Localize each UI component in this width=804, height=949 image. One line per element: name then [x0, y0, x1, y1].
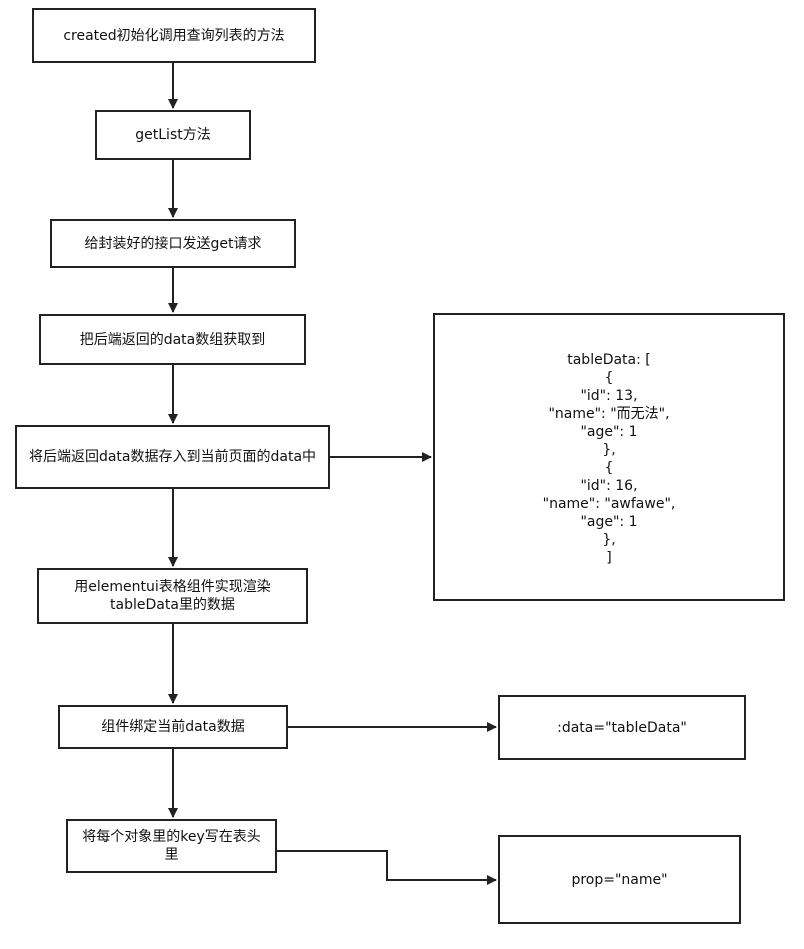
step-getlist-method: getList方法 — [95, 110, 251, 160]
code-line: "id": 13, — [580, 388, 638, 404]
code-line: { — [604, 370, 614, 386]
code-line: "name": "awfawe", — [542, 496, 676, 512]
code-line: "age": 1 — [580, 514, 638, 530]
step-key-to-header: 将每个对象里的key写在表头 里 — [66, 819, 277, 873]
code-line: { — [604, 460, 614, 476]
code-line: "id": 16, — [580, 478, 638, 494]
prop-binding-box: prop="name" — [498, 835, 741, 924]
step-bind-data: 组件绑定当前data数据 — [58, 705, 288, 749]
tabledata-code-box: tableData: [ { "id": 13, "name": "而无法", … — [433, 313, 785, 601]
step-created-init: created初始化调用查询列表的方法 — [32, 8, 316, 63]
step-render-table: 用elementui表格组件实现渲染 tableData里的数据 — [37, 568, 308, 624]
edge-step8-to-propbinding — [277, 850, 497, 885]
step-get-data-array: 把后端返回的data数组获取到 — [39, 314, 306, 365]
code-line: tableData: [ — [567, 352, 651, 368]
code-line: "age": 1 — [580, 424, 638, 440]
code-line: "name": "而无法", — [548, 406, 670, 422]
code-line: }, — [602, 442, 616, 458]
data-binding-box: :data="tableData" — [498, 695, 746, 760]
code-line: ] — [606, 550, 612, 566]
code-line: }, — [602, 532, 616, 548]
step-send-get-request: 给封装好的接口发送get请求 — [50, 219, 296, 268]
step-store-data: 将后端返回data数据存入到当前页面的data中 — [15, 425, 330, 489]
